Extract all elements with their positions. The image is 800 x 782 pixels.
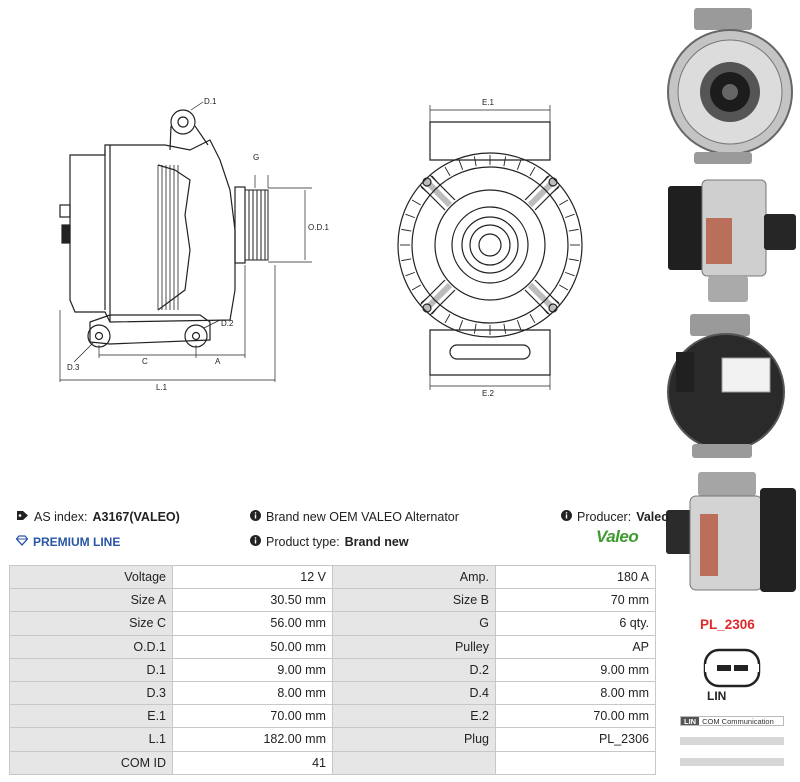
info-icon (250, 510, 261, 524)
spec-value: 30.50 mm (172, 588, 333, 613)
legend-bar (680, 758, 784, 766)
spec-label: Pulley (331, 634, 496, 659)
spec-label: E.2 (331, 704, 496, 729)
info-icon (250, 535, 261, 549)
alternator-front-photo (667, 8, 793, 164)
premium-line-label: PREMIUM LINE (33, 535, 121, 549)
spec-label: Size B (331, 588, 496, 613)
spec-value: 8.00 mm (172, 680, 333, 706)
spec-value: 70.00 mm (494, 704, 657, 729)
spec-label (331, 750, 496, 775)
diamond-icon (15, 535, 29, 549)
spec-label: G (331, 611, 496, 636)
label-d1: D.1 (204, 97, 217, 106)
alternator-side-2-photo (666, 472, 796, 592)
spec-label: Voltage (9, 564, 173, 590)
spec-label: Amp. (331, 564, 496, 590)
label-c: C (142, 357, 148, 366)
spec-value: 50.00 mm (172, 634, 333, 659)
product-type-value: Brand new (344, 535, 409, 549)
product-info: AS index: A3167(VALEO) PREMIUM LINE Bran… (0, 506, 669, 562)
front-view-drawing: E.1 E.2 (397, 98, 583, 398)
legend-bar (680, 737, 784, 745)
valeo-logo: Valeo (596, 527, 639, 546)
spec-label: O.D.1 (9, 634, 173, 659)
label-g: G (253, 153, 259, 162)
alternator-rear-photo (667, 314, 785, 458)
label-d3: D.3 (67, 363, 80, 372)
label-e2: E.2 (482, 389, 495, 398)
legend-description: COM Communication (702, 716, 774, 726)
spec-value: 9.00 mm (494, 657, 657, 682)
tag-icon (16, 510, 29, 524)
product-type-row: Product type: Brand new (250, 535, 409, 549)
spec-label: D.4 (331, 680, 496, 706)
spec-label: D.1 (9, 657, 173, 682)
spec-label: Plug (331, 727, 496, 752)
label-a: A (215, 357, 221, 366)
spec-value: PL_2306 (494, 727, 657, 752)
spec-value: 8.00 mm (494, 680, 657, 706)
spec-value: 56.00 mm (172, 611, 333, 636)
as-index-row: AS index: A3167(VALEO) (16, 510, 180, 524)
spec-label: D.2 (331, 657, 496, 682)
spec-value: 12 V (172, 564, 333, 590)
description-row: Brand new OEM VALEO Alternator (250, 510, 459, 524)
as-index-label: AS index: (34, 510, 88, 524)
label-l1: L.1 (156, 383, 168, 392)
label-od1: O.D.1 (308, 223, 329, 232)
producer-value: Valeo (636, 510, 669, 524)
info-icon (561, 510, 572, 524)
spec-label: E.1 (9, 704, 173, 729)
spec-value: 9.00 mm (172, 657, 333, 682)
plug-connector-icon (703, 648, 761, 688)
spec-value: AP (494, 634, 657, 659)
premium-row: PREMIUM LINE (15, 535, 121, 549)
spec-value (494, 750, 657, 775)
as-index-value: A3167(VALEO) (92, 510, 180, 524)
spec-label: Size A (9, 588, 173, 613)
alternator-side-photo (668, 179, 796, 302)
spec-value: 41 (172, 750, 333, 775)
spec-label: Size C (9, 611, 173, 636)
product-type-label: Product type: (266, 535, 340, 549)
spec-value: 70.00 mm (172, 704, 333, 729)
producer-row: Producer: Valeo (561, 510, 669, 524)
spec-value: 6 qty. (494, 611, 657, 636)
label-d2: D.2 (221, 319, 234, 328)
spec-value: 180 A (494, 564, 657, 590)
spec-label: L.1 (9, 727, 173, 752)
spec-value: 70 mm (494, 588, 657, 613)
product-photos (664, 0, 800, 610)
label-e1: E.1 (482, 98, 495, 107)
plug-legend: LIN COM Communication (680, 716, 784, 726)
side-view-drawing: D.1 G O.D.1 D.2 D.3 C A L.1 (59, 97, 329, 392)
plug-code: PL_2306 (700, 617, 755, 632)
producer-label: Producer: (577, 510, 632, 524)
spec-value: 182.00 mm (172, 727, 333, 752)
description-text: Brand new OEM VALEO Alternator (266, 510, 459, 524)
plug-label: LIN (707, 689, 727, 703)
technical-drawings: D.1 G O.D.1 D.2 D.3 C A L.1 (59, 97, 583, 398)
legend-code: LIN (681, 717, 700, 726)
spec-label: COM ID (9, 750, 173, 775)
spec-label: D.3 (9, 680, 173, 706)
